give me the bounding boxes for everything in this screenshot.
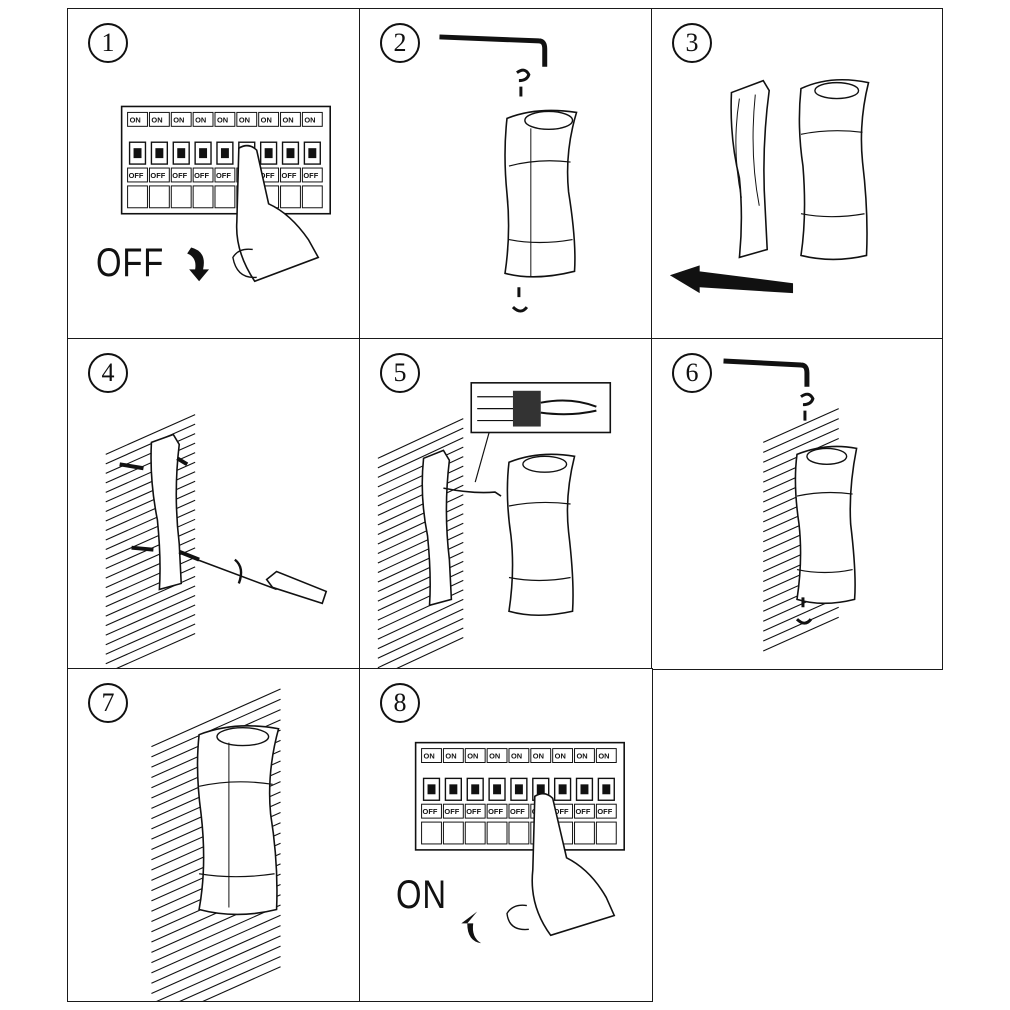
step-6-number: 6 [672, 353, 712, 393]
breaker-off-label: OFF [576, 807, 591, 816]
screwdriver-icon [196, 558, 328, 605]
breaker-off-label: OFF [172, 171, 187, 180]
step-7-number: 7 [88, 683, 128, 723]
wall-hatching-icon [377, 418, 464, 669]
breaker-off-label: OFF [488, 807, 503, 816]
breaker-on-label: ON [424, 752, 435, 761]
step-4-panel: 4 [67, 338, 361, 670]
step-3-number: 3 [672, 23, 712, 63]
breaker-off-label: OFF [303, 171, 318, 180]
step-7-panel: 7 [67, 668, 361, 1002]
mounting-plate-icon [150, 433, 183, 591]
breaker-off-label: OFF [150, 171, 165, 180]
breaker-off-label: OFF [554, 807, 569, 816]
breaker-off-label: OFF [216, 171, 231, 180]
screw-top-icon [800, 392, 815, 421]
breaker-off-label: OFF [260, 171, 275, 180]
left-arrow-icon [669, 265, 794, 294]
breaker-on-label: ON [533, 752, 544, 761]
screw-bottom-icon [795, 597, 813, 625]
step-5-number: 5 [380, 353, 420, 393]
breaker-on-label: ON [195, 115, 206, 124]
on-label: ON [396, 873, 447, 917]
breaker-on-label: ON [173, 115, 184, 124]
finger-icon [531, 792, 616, 937]
screw-bottom-icon [511, 287, 529, 313]
mounting-plate-icon [421, 449, 453, 607]
step-5-panel: 5 [359, 338, 653, 670]
finger-icon [235, 144, 320, 283]
breaker-on-label: ON [304, 115, 315, 124]
breaker-on-label: ON [217, 115, 228, 124]
breaker-on-label: ON [130, 115, 141, 124]
step-1-panel: 1 ONOFFONOFFONOFFONOFFONOFFONOFFONOFFONO… [67, 8, 361, 340]
breaker-off-label: OFF [194, 171, 209, 180]
wall-lamp-icon [798, 78, 870, 261]
breaker-on-label: ON [261, 115, 272, 124]
breaker-off-label: OFF [282, 171, 297, 180]
mounting-plate-icon [730, 79, 771, 259]
breaker-off-label: OFF [597, 807, 612, 816]
breaker-off-label: OFF [129, 171, 144, 180]
screw-top-icon [516, 68, 531, 97]
wall-lamp-icon [504, 109, 578, 278]
breaker-off-label: OFF [423, 807, 438, 816]
breaker-on-label: ON [511, 752, 522, 761]
breaker-off-label: OFF [444, 807, 459, 816]
hex-key-icon [439, 34, 548, 67]
off-label: OFF [96, 241, 165, 285]
breaker-off-label: OFF [466, 807, 481, 816]
step-6-panel: 6 [651, 338, 943, 670]
arrow-up-icon [461, 911, 482, 944]
hex-key-icon [723, 358, 810, 387]
step-1-number: 1 [88, 23, 128, 63]
arrow-down-icon [187, 247, 210, 282]
breaker-panel-icon: ON OFF ON OFF ON OFF ON OFF ON OFF ON OFF ON OFF ON OFF… [414, 741, 625, 944]
breaker-panel-icon: ON OFF ON OFF ON OFF ON OFF ON OFF ON OFF ON OFF ON OFF… [120, 105, 331, 283]
breaker-on-label: ON [598, 752, 609, 761]
step-2-number: 2 [380, 23, 420, 63]
step-3-panel: 3 [651, 8, 943, 340]
wall-lamp-icon [794, 445, 858, 605]
step-2-panel: 2 [359, 8, 653, 340]
step-4-number: 4 [88, 353, 128, 393]
breaker-on-label: ON [489, 752, 500, 761]
breaker-on-label: ON [555, 752, 566, 761]
step-8-number: 8 [380, 683, 420, 723]
breaker-on-label: ON [283, 115, 294, 124]
breaker-on-label: ON [239, 115, 250, 124]
step-8-panel: 8 ONOFFONOFFONOFFONOFFONOFFONOFFONOFFONO… [359, 668, 653, 1002]
breaker-on-label: ON [577, 752, 588, 761]
wall-lamp-icon [506, 453, 576, 616]
breaker-on-label: ON [445, 752, 456, 761]
breaker-off-label: OFF [510, 807, 525, 816]
wall-lamp-icon [196, 725, 280, 916]
breaker-on-label: ON [467, 752, 478, 761]
breaker-on-label: ON [151, 115, 162, 124]
